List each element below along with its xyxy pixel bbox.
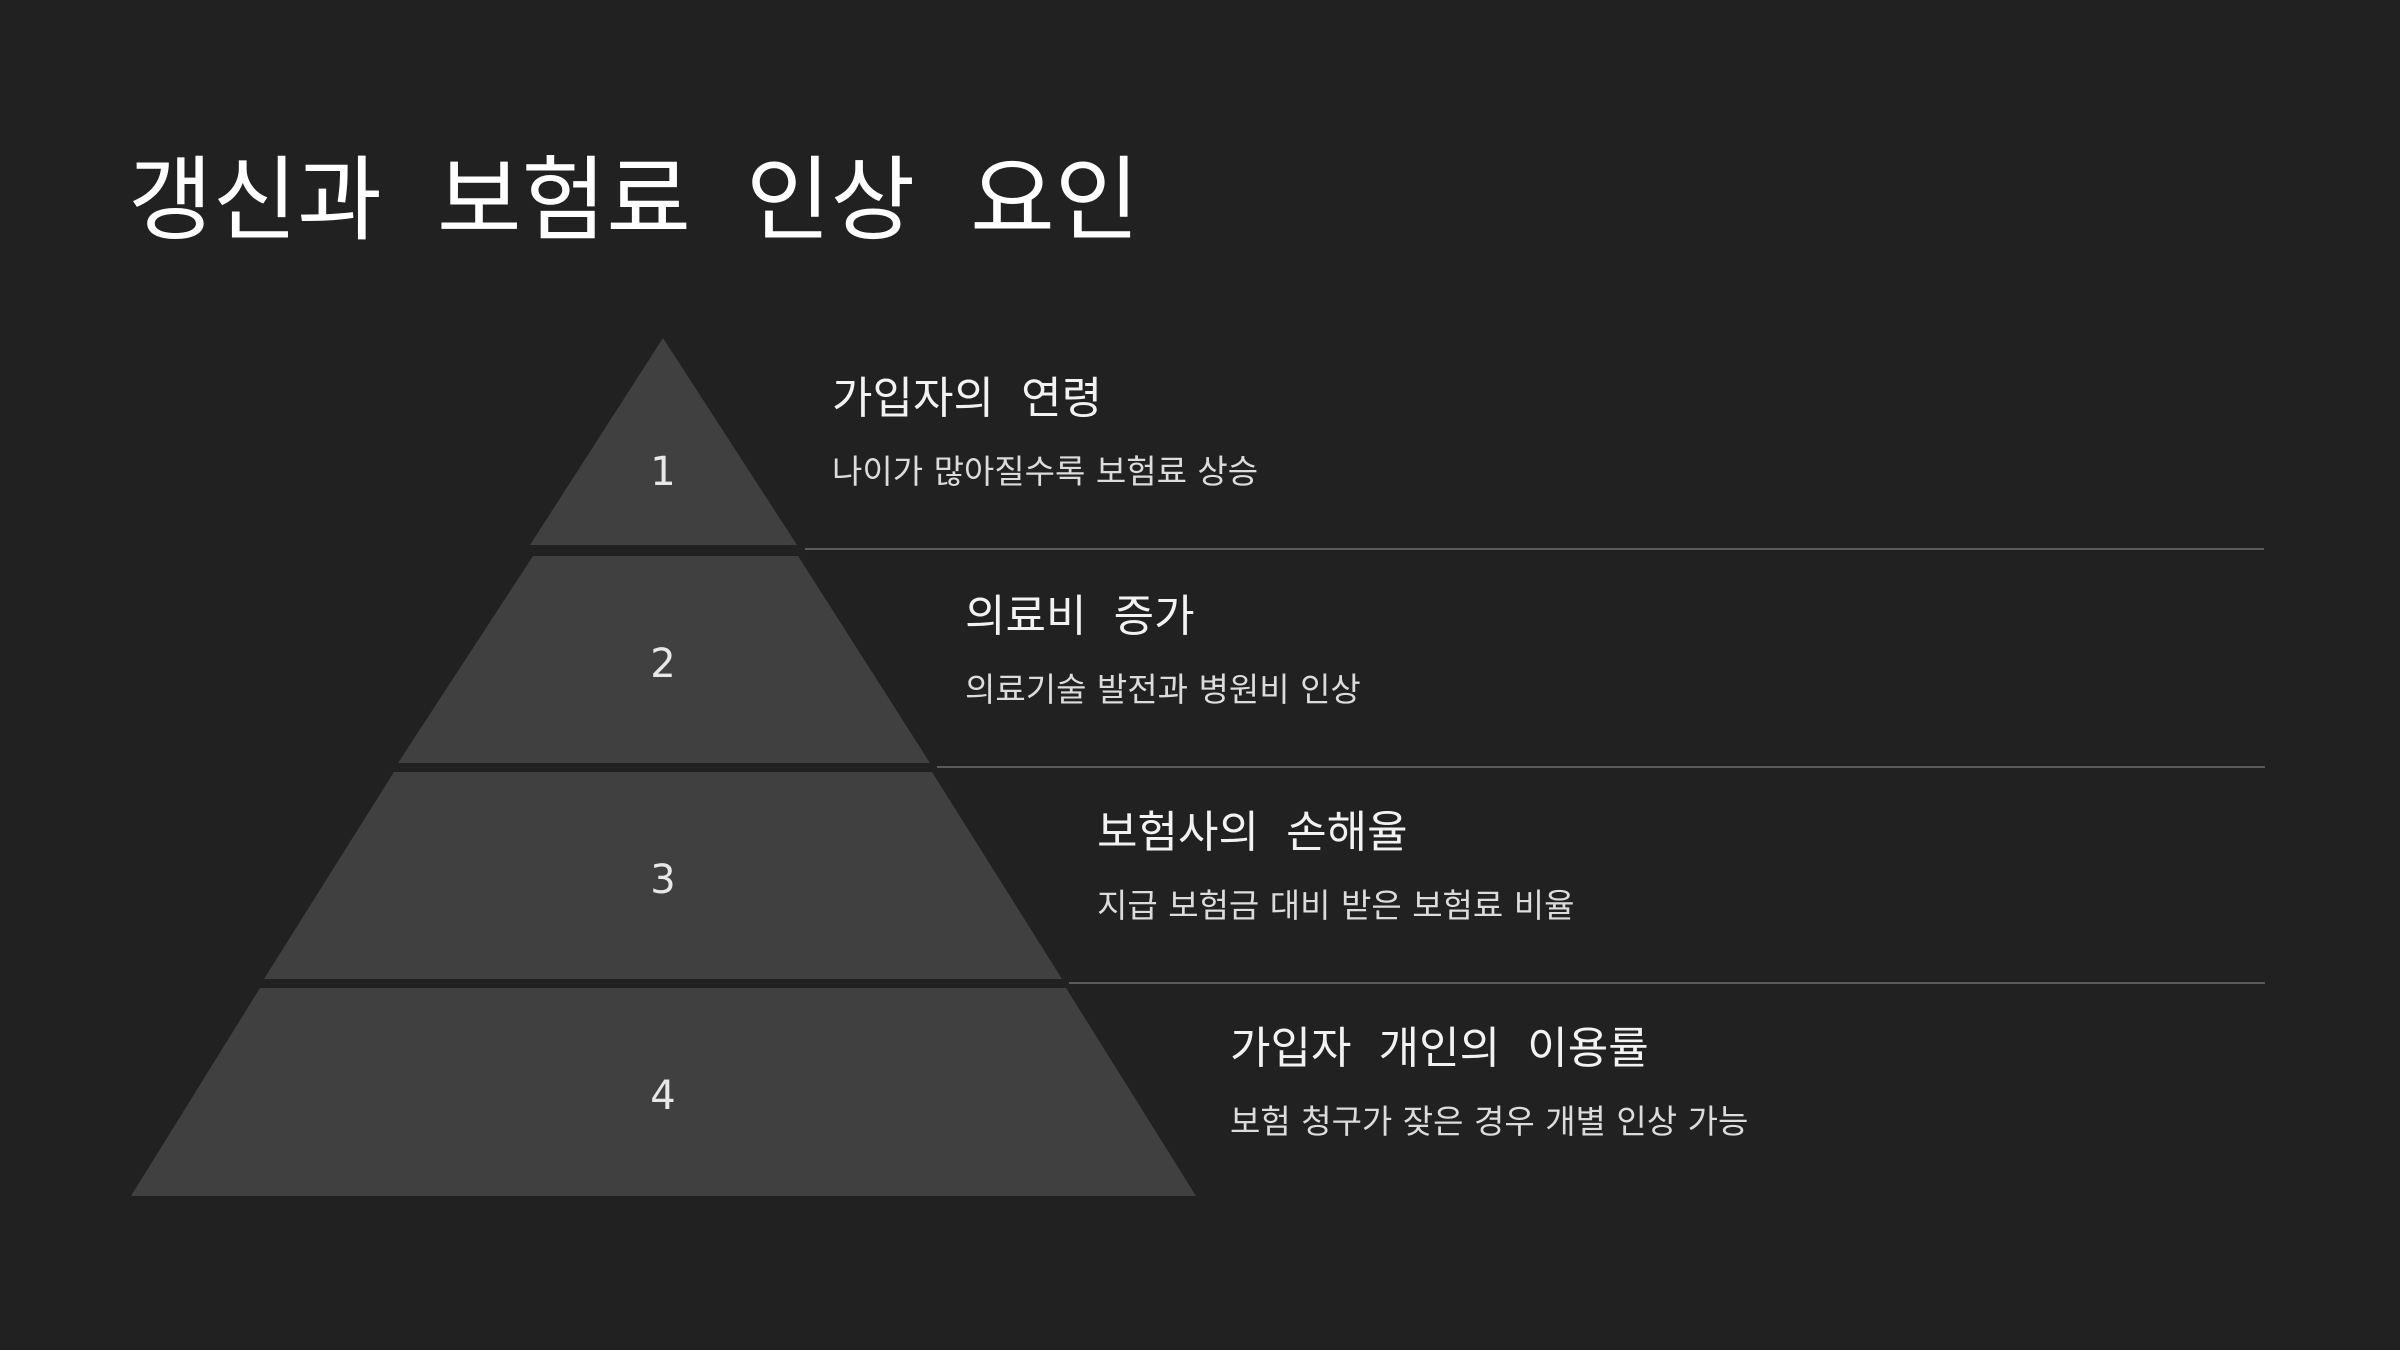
tier-heading: 가입자 개인의 이용률	[1230, 1023, 1649, 1074]
divider-2	[937, 766, 2265, 768]
tier-heading: 가입자의 연령	[832, 373, 1103, 424]
tier-label-3: 보험사의 손해율 지급 보험금 대비 받은 보험료 비율	[1097, 807, 1575, 925]
tier-number-1: 1	[650, 449, 675, 495]
tier-number-2: 2	[650, 641, 675, 687]
tier-label-4: 가입자 개인의 이용률 보험 청구가 잦은 경우 개별 인상 가능	[1230, 1023, 1748, 1141]
tier-heading: 보험사의 손해율	[1097, 807, 1408, 858]
tier-description: 보험 청구가 잦은 경우 개별 인상 가능	[1230, 1101, 1749, 1141]
divider-1	[805, 548, 2264, 550]
pyramid-tier-2	[398, 556, 930, 763]
tier-description: 나이가 많아질수록 보험료 상승	[832, 451, 1259, 491]
tier-heading: 의료비 증가	[965, 591, 1195, 642]
tier-number-4: 4	[650, 1073, 675, 1119]
tier-description: 지급 보험금 대비 받은 보험료 비율	[1097, 885, 1575, 925]
pyramid-tier-1	[530, 338, 797, 545]
tier-label-2: 의료비 증가 의료기술 발전과 병원비 인상	[965, 591, 1361, 709]
pyramid-tier-3	[264, 772, 1062, 979]
pyramid-tier-4	[131, 988, 1196, 1196]
tier-number-3: 3	[650, 857, 675, 903]
tier-description: 의료기술 발전과 병원비 인상	[965, 669, 1361, 709]
divider-3	[1069, 982, 2265, 984]
tier-label-1: 가입자의 연령 나이가 많아질수록 보험료 상승	[832, 373, 1258, 491]
page-title: 갱신과 보험료 인상 요인	[128, 147, 1140, 254]
